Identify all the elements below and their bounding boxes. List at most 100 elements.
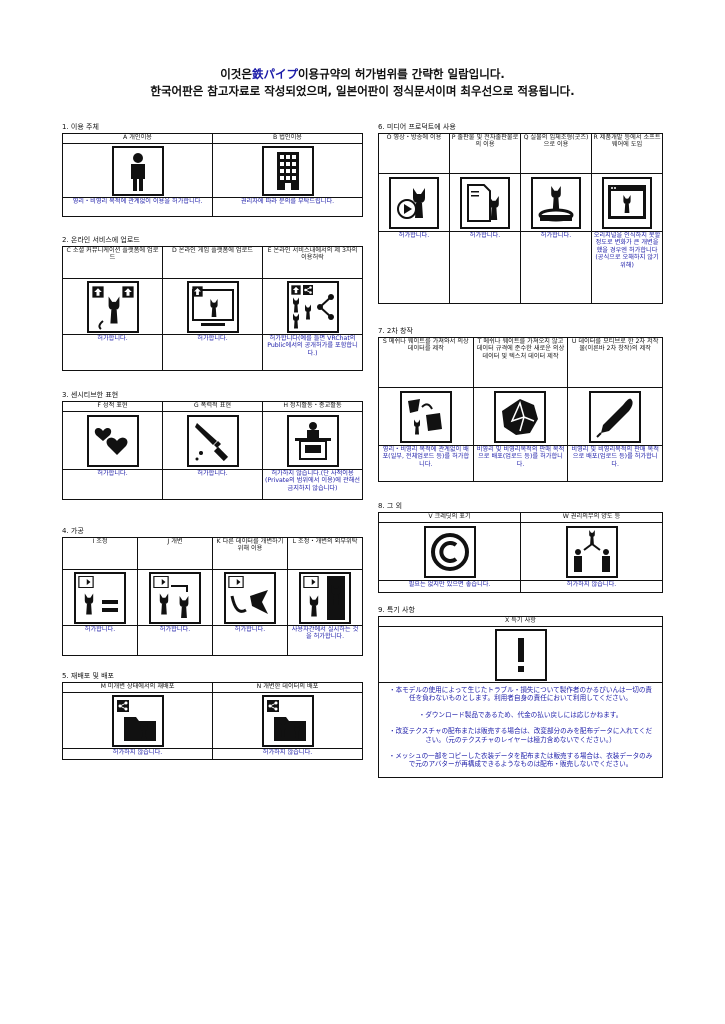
copyright-icon	[423, 525, 476, 578]
section-title: 8. 그 외	[378, 502, 403, 510]
outsource-icon	[299, 571, 351, 624]
col-note: 권리자에 따라 문의를 부탁드립니다.	[212, 197, 363, 217]
game-upload-icon	[186, 280, 239, 333]
col-label: E 온라인 서비스내에서의 제 3자의 이용허락	[262, 246, 363, 279]
col-label: Q 실물의 입체조형(굿즈)으로 이용	[520, 133, 592, 174]
modify-icon	[149, 571, 201, 624]
col-label: M 미개변 상태에서의 재배포	[62, 682, 213, 693]
section-title: 9. 특기 사항	[378, 606, 415, 614]
col-note: 허가하지 않습니다.	[520, 580, 663, 593]
section-title: 6. 미디어 프로덕트에 사용	[378, 123, 456, 131]
col-label: P 출판물 및 전자출판물로의 이용	[449, 133, 521, 174]
building-icon	[261, 145, 314, 196]
exclamation-icon	[494, 628, 547, 681]
col-label: K 다른 데이터를 개변하기 위해 이용	[212, 537, 288, 570]
col-label: L 조정・개변의 외부위탁	[287, 537, 363, 570]
social-upload-icon	[86, 280, 139, 333]
col-label: W 권리의무의 양도 등	[520, 512, 663, 523]
col-label: X 특기 사항	[378, 616, 663, 627]
section-title: 5. 재배포 및 배포	[62, 672, 114, 680]
col-note: 허가하지 않습니다.	[62, 748, 213, 760]
col-note: 허가합니다.	[62, 334, 163, 371]
col-label: J 개변	[137, 537, 213, 570]
col-note: 허가합니다.	[62, 625, 138, 656]
col-note: 허가합니다.	[162, 334, 263, 371]
col-note: 허가합니다(예를 들면 VRChat의 Public에서의 공개허가를 포함합니…	[262, 334, 363, 371]
col-label: B 법인이용	[212, 133, 363, 144]
mesh-transfer-icon	[399, 390, 452, 443]
special-note: ・ダウンロード製品であるため、代金の払い戻しには応じかねます。	[418, 710, 623, 719]
col-note: 허가합니다.	[378, 231, 450, 304]
section-title: 7. 2차 창작	[378, 327, 413, 335]
software-icon	[602, 176, 652, 229]
transfer-rights-icon	[565, 525, 618, 578]
col-note: 허가합니다.	[520, 231, 592, 304]
knife-icon	[186, 414, 239, 467]
figure-icon	[531, 176, 581, 229]
special-note: ・改変テクスチャの配布または販売する場合は、改変部分のみを配布データに入れてくだ…	[388, 727, 653, 744]
video-icon	[389, 176, 439, 229]
share-folder-icon	[111, 694, 164, 747]
person-icon	[111, 145, 164, 196]
col-note: 허가합니다.	[162, 469, 263, 500]
pen-icon	[589, 390, 642, 443]
col-note: 영리・비영리 목적에 관계없이 배포(일부, 전체업로드 등)를 허가합니다.	[378, 445, 474, 482]
page-header: 이것은鉄パイプ이용규약의 허가범위를 간략한 일람입니다. 한국어판은 참고자료…	[0, 66, 725, 100]
col-label: I 조정	[62, 537, 138, 570]
col-label: S 메쉬나 웨이트를 가져와서 의상 데이터를 제작	[378, 337, 474, 388]
section-title: 2. 온라인 서비스에 업로드	[62, 236, 140, 244]
section-title: 3. 센시티브한 표현	[62, 391, 119, 399]
col-note: 영리・비영리 목적에 관계없이 이용을 허가합니다.	[62, 197, 213, 217]
col-note: 허가합니다.	[212, 625, 288, 656]
col-label: R 제품개발 등에서 소프트웨어에 도입	[591, 133, 663, 174]
col-label: O 영상・방송에 이용	[378, 133, 450, 174]
section-title: 1. 이용 주체	[62, 123, 99, 131]
col-label: F 성적 표현	[62, 401, 163, 412]
special-note: ・メッシュの一部をコピーした衣装データを配布または販売する場合は、衣装データのみ…	[388, 752, 653, 769]
col-label: N 개변한 데이터의 배포	[212, 682, 363, 693]
col-label: T 메쉬나 웨이트를 가져오지 않고 데이터 규격에 준수한 새로운 의상 데이…	[472, 337, 569, 388]
section-special-notes: 9. 특기 사항 X 특기 사항 ・本モデルの使用によって生じたトラブル・損失に…	[378, 606, 663, 778]
col-label: V 크레딧의 표기	[378, 512, 521, 523]
adjust-icon	[74, 571, 126, 624]
header-suffix: 이용규약의 허가범위를 간략한 일람입니다.	[297, 67, 505, 81]
transfer-icon	[224, 571, 276, 624]
section-title: 4. 가공	[62, 527, 84, 535]
col-note: 허가합니다.	[62, 469, 163, 500]
podium-icon	[286, 414, 339, 467]
col-label: H 정치활동・종교활동	[262, 401, 363, 412]
col-label: A 개인이용	[62, 133, 213, 144]
header-prefix: 이것은	[220, 67, 252, 81]
col-label: G 폭력적 표현	[162, 401, 263, 412]
col-note: 허가하지 않습니다.(단 사적이용(Private의 범위에서 이용)에 관해선…	[262, 469, 363, 500]
col-note: 허가합니다.	[449, 231, 521, 304]
col-note: 허가합니다.	[137, 625, 213, 656]
share-modified-icon	[261, 694, 314, 747]
col-note: 사용자간에서 실시하는 것을 허가합니다.	[287, 625, 363, 656]
col-note: 오리지널을 인식하지 못할 정도로 변화가 큰 개변을 했을 경우엔 허가합니다…	[591, 231, 663, 304]
third-party-icon	[286, 280, 339, 333]
header-line-2: 한국어판은 참고자료로 작성되었으며, 일본어판이 정식문서이며 최우선으로 적…	[150, 84, 575, 98]
special-note: ・本モデルの使用によって生じたトラブル・損失について製作者のかるぴいんは一切の責…	[388, 686, 653, 703]
col-label: U 데이터를 모티브로 한 2차 저작물(이른바 2차 창작)의 제작	[567, 337, 663, 388]
col-note: 필요는 없지만 있으면 좋습니다.	[378, 580, 521, 593]
publication-icon	[460, 176, 510, 229]
header-line-1: 이것은鉄パイプ이용규약의 허가범위를 간략한 일람입니다.	[0, 66, 725, 83]
col-note: 비영리 및 비영리목적의 판매 목적으로 배포(업로드 등)를 허가합니다.	[472, 445, 569, 482]
new-clothing-icon	[494, 390, 547, 443]
col-note: 비영리 및 비영리목적의 판매 목적으로 배포(업로드 등)를 허가합니다.	[567, 445, 663, 482]
col-label: C 소셜 커뮤니케이션 플랫폼에 업로드	[62, 246, 163, 279]
hearts-icon	[86, 414, 139, 467]
col-label: D 온라인 게임 플랫폼에 업로드	[162, 246, 263, 279]
brand-name: 鉄パイプ	[251, 67, 298, 81]
col-note: 허가하지 않습니다.	[212, 748, 363, 760]
